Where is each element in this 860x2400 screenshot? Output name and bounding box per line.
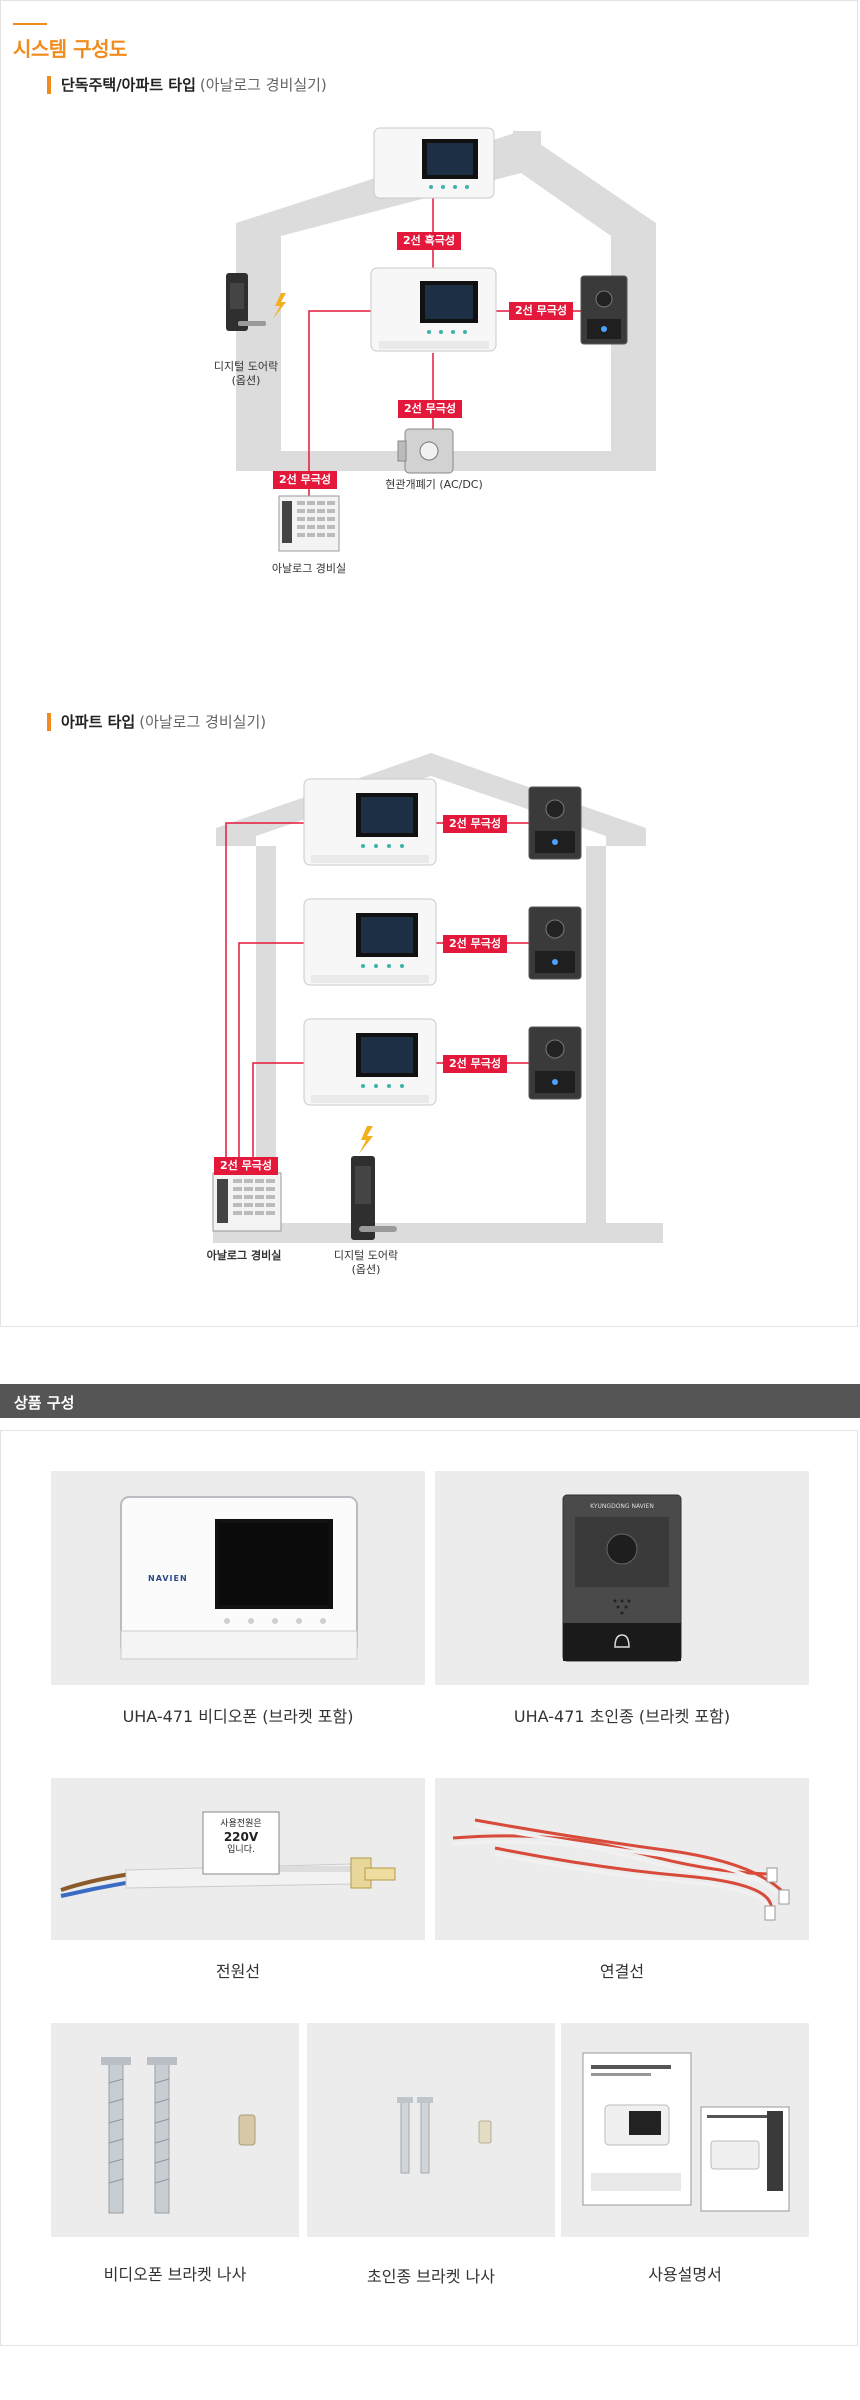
label-door-lock-2: 디지털 도어락 (옵션) (321, 1249, 411, 1277)
videophone-main (370, 267, 497, 352)
doorbell-screws-illustration (397, 2097, 492, 2174)
products-header-bar: 상품 구성 (0, 1384, 860, 1418)
label-door-lock: 디지털 도어락 (옵션) (201, 360, 291, 388)
product-caption-doorbell-screws: 초인종 브라켓 나사 (367, 2267, 495, 2286)
product-image-manual (561, 2023, 809, 2237)
doorbell-row1 (528, 786, 582, 860)
house-chimney (513, 131, 541, 161)
title-accent-line (13, 23, 47, 25)
tag-doorbell-wire: 2선 무극성 (509, 302, 573, 320)
house-wall-left (236, 316, 281, 466)
label-guard-room-2: 아날로그 경비실 (206, 1249, 282, 1262)
product-caption-power-cord: 전원선 (215, 1962, 261, 1981)
videophone-brand-text: NAVIEN (148, 1574, 188, 1583)
doorbell-unit (580, 275, 628, 345)
videophone-screws-illustration (101, 2057, 256, 2214)
wireless-bolt-icon (273, 293, 286, 319)
section1-heading-note: (아날로그 경비실기) (199, 76, 327, 94)
house-roof-shape (236, 131, 656, 316)
videophone-row3 (303, 1018, 437, 1106)
section2-heading-note: (아날로그 경비실기) (139, 713, 267, 731)
section1-heading: 단독주택/아파트 타입(아날로그 경비실기) (47, 74, 327, 95)
tag-row1: 2선 무극성 (443, 815, 507, 833)
product-caption-videophone: UHA-471 비디오폰 (브라켓 포함) (122, 1707, 354, 1726)
products-section: NAVIEN UHA-471 비디오폰 (브라켓 포함) KYUNGDONG N… (0, 1430, 858, 2346)
wire-guard (308, 310, 373, 496)
label-door-lock-2-option: (옵션) (351, 1263, 381, 1276)
label-door-lock-option: (옵션) (231, 374, 261, 387)
digital-lock (226, 273, 266, 331)
wire-guard-row2 (238, 942, 304, 1173)
videophone-row1 (303, 778, 437, 866)
door-opener (397, 428, 454, 474)
heading-bar (47, 75, 51, 94)
label-door-opener: 현관개폐기 (AC/DC) (385, 478, 483, 491)
product-image-doorbell-screws (307, 2023, 555, 2237)
product-caption-connection-wire: 연결선 (599, 1962, 645, 1981)
tag-guard-wire: 2선 무극성 (273, 471, 337, 489)
section2-heading: 아파트 타입(아날로그 경비실기) (47, 711, 266, 732)
videophone-row2 (303, 898, 437, 986)
system-title: 시스템 구성도 (13, 37, 127, 61)
product-caption-videophone-screws: 비디오폰 브라켓 나사 (103, 2265, 247, 2284)
apartment-wall-left (256, 846, 276, 1226)
apartment-floor (213, 1223, 663, 1243)
doorbell-row2 (528, 906, 582, 980)
product-image-doorbell: KYUNGDONG NAVIEN (435, 1471, 809, 1685)
manual-illustration (582, 2052, 790, 2212)
power-sticker-line2: 220V (223, 1830, 259, 1844)
wireless-bolt-icon (359, 1126, 373, 1154)
apartment-wall-right (586, 846, 606, 1226)
label-guard-room-1: 아날로그 경비실 (271, 562, 347, 575)
products-title: 상품 구성 (14, 1394, 75, 1412)
system-section: 시스템 구성도 단독주택/아파트 타입(아날로그 경비실기) (0, 0, 858, 1327)
connection-wire-illustration (452, 1818, 790, 1921)
product-image-power-cord: 사용전원은 220V 입니다. (51, 1778, 425, 1940)
product-image-connection-wire (435, 1778, 809, 1940)
power-sticker-line1: 사용전원은 (220, 1819, 262, 1829)
wire-guard-row3 (252, 1062, 304, 1173)
digital-lock-apartment (351, 1156, 397, 1240)
power-cord-illustration (60, 1811, 396, 1898)
label-door-lock-name: 디지털 도어락 (213, 360, 279, 373)
tag-two-wire-parallel: 2선 흑극성 (397, 232, 461, 250)
videophone-illustration (120, 1496, 358, 1660)
tag-opener-wire: 2선 무극성 (398, 400, 462, 418)
tag-row2: 2선 무극성 (443, 935, 507, 953)
tag-guard-apartment: 2선 무극성 (214, 1157, 278, 1175)
diagram-apartment (212, 753, 663, 1243)
section2-heading-text: 아파트 타입 (61, 713, 136, 731)
guard-console-apartment (212, 1172, 282, 1232)
wire-guard-row1 (225, 822, 304, 1173)
product-caption-manual: 사용설명서 (648, 2265, 722, 2284)
label-door-lock-2-name: 디지털 도어락 (333, 1249, 399, 1262)
heading-bar (47, 712, 51, 731)
doorbell-illustration (562, 1494, 682, 1662)
product-image-videophone-screws (51, 2023, 299, 2237)
guard-console (278, 495, 340, 552)
product-image-videophone: NAVIEN (51, 1471, 425, 1685)
videophone-upper (373, 127, 495, 199)
doorbell-brand-text: KYUNGDONG NAVIEN (590, 1503, 654, 1510)
product-caption-doorbell: UHA-471 초인종 (브라켓 포함) (513, 1707, 731, 1726)
diagram-house (226, 127, 656, 552)
power-sticker-line3: 입니다. (227, 1845, 255, 1855)
power-sticker: 사용전원은 220V 입니다. (203, 1818, 279, 1857)
section1-heading-text: 단독주택/아파트 타입 (61, 76, 196, 94)
tag-row3: 2선 무극성 (443, 1055, 507, 1073)
doorbell-row3 (528, 1026, 582, 1100)
